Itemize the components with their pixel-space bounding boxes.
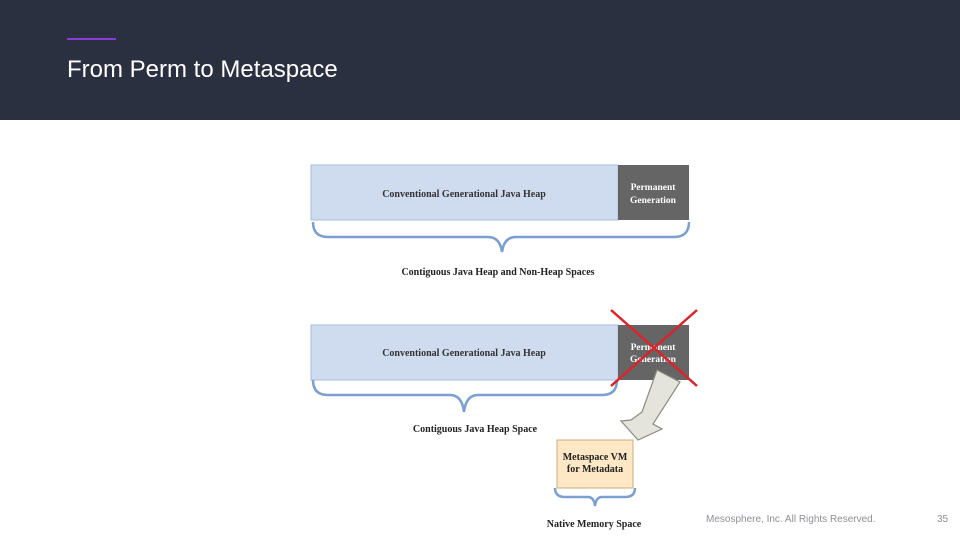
top-perm-label-line1: Permanent (631, 183, 677, 193)
migration-arrow (619, 369, 681, 441)
page-number: 35 (937, 514, 949, 525)
bottom-brace (311, 379, 619, 413)
top-brace (311, 221, 691, 253)
metaspace-box (556, 439, 634, 489)
bottom-brace-label: Contiguous Java Heap Space (413, 424, 538, 435)
slide-header: From Perm to Metaspace (0, 0, 960, 120)
native-memory-label: Native Memory Space (547, 519, 642, 530)
slide-title: From Perm to Metaspace (67, 56, 338, 83)
native-brace (553, 487, 637, 507)
top-brace-label: Contiguous Java Heap and Non-Heap Spaces (401, 267, 594, 278)
top-perm-label-line2: Generation (630, 196, 677, 206)
metaspace-label-line1: Metaspace VM (563, 452, 628, 463)
top-heap-box (310, 164, 619, 221)
bottom-perm-label-line2: Generation (630, 355, 677, 365)
cross-line-2 (610, 309, 698, 387)
top-perm-box (618, 165, 689, 220)
bottom-heap-box (310, 324, 619, 381)
bottom-heap-label: Conventional Generational Java Heap (382, 348, 546, 359)
top-heap-label: Conventional Generational Java Heap (382, 189, 546, 200)
title-accent-line (67, 38, 116, 40)
footer-copyright: Mesosphere, Inc. All Rights Reserved. (706, 514, 876, 525)
metaspace-label-line2: for Metadata (567, 464, 623, 475)
